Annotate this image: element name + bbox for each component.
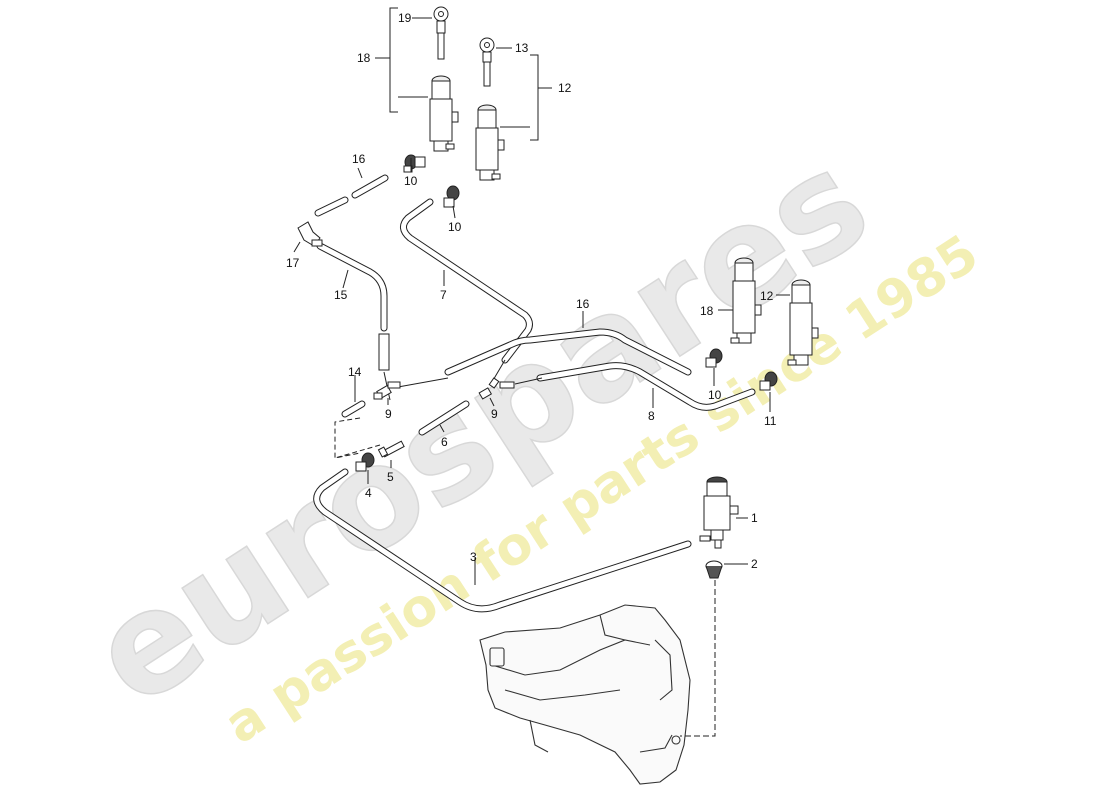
callout-19: 19: [398, 11, 412, 25]
check-valve-4: [355, 452, 375, 472]
callout-10-c: 10: [708, 388, 722, 402]
callout-9-right: 9: [491, 407, 498, 421]
nozzle-jet-18: [429, 75, 459, 152]
hose-7: [400, 198, 533, 364]
callout-12-top: 12: [558, 81, 572, 95]
check-valve-10-b: [443, 185, 460, 208]
nozzle-jet-12: [475, 104, 505, 181]
callout-10-a: 10: [404, 174, 418, 188]
elbow-17: [297, 221, 323, 247]
washer-pump: [699, 476, 739, 549]
callout-5: 5: [387, 470, 394, 484]
dashed-group-14-5: [334, 417, 361, 459]
callout-7: 7: [440, 288, 447, 302]
leader-lines: [293, 17, 790, 585]
callout-11: 11: [764, 414, 777, 428]
grommet: [705, 560, 723, 579]
thin-line-c: [514, 377, 543, 385]
callout-2: 2: [751, 557, 758, 571]
pump-to-reservoir-dashed: [680, 580, 716, 737]
hose-6: [418, 400, 470, 436]
thin-line-a: [397, 377, 449, 388]
callout-18-right: 18: [700, 304, 714, 318]
bracket-18: [375, 7, 428, 113]
hose-16-right: [444, 328, 692, 376]
hose-14: [341, 400, 366, 418]
callout-9-left: 9: [385, 407, 392, 421]
callout-8: 8: [648, 409, 655, 423]
check-valve-10-a: [403, 154, 426, 173]
check-valve-11: [759, 371, 778, 391]
callout-6: 6: [441, 435, 448, 449]
callout-15: 15: [334, 288, 348, 302]
callout-1: 1: [751, 511, 758, 525]
callout-16-left: 16: [352, 152, 366, 166]
callouts: 19 18 13 12 16 10 10 17 15 7 16 18 12 14…: [286, 11, 777, 571]
callout-3: 3: [470, 550, 477, 564]
hose-3: [313, 468, 692, 613]
callout-12-right: 12: [760, 289, 774, 303]
check-valve-10-c: [705, 348, 723, 368]
callout-4: 4: [365, 486, 372, 500]
watermark-brand: eurospares: [65, 120, 896, 739]
bracket-12: [500, 54, 552, 141]
nozzle-jet-18-right: [730, 257, 762, 344]
callout-16-right: 16: [576, 297, 590, 311]
callout-17: 17: [286, 256, 300, 270]
pin-13: [479, 37, 495, 87]
nozzle-jet-12-right: [787, 279, 819, 366]
t-piece-9-left: [373, 381, 401, 400]
pin-19: [433, 6, 449, 60]
hose-15: [316, 242, 390, 371]
hose-16-left: [314, 174, 389, 217]
callout-18-top: 18: [357, 51, 371, 65]
callout-14: 14: [348, 365, 362, 379]
callout-13: 13: [515, 41, 529, 55]
t-piece-9-right: [478, 377, 515, 400]
hose-8: [536, 362, 756, 411]
connector-5: [377, 440, 405, 458]
washer-fluid-reservoir: [479, 604, 691, 785]
callout-10-b: 10: [448, 220, 462, 234]
